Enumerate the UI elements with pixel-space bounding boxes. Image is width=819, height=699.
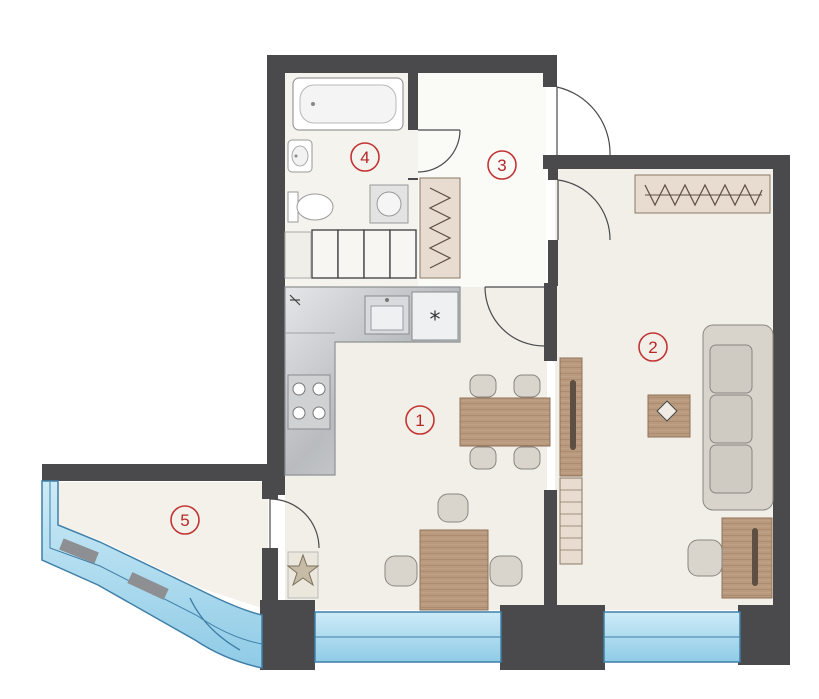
stove-icon: [287, 374, 331, 430]
balcony-corner-curve: [189, 597, 241, 651]
hallway-shelf: [284, 231, 312, 279]
svg-text:5: 5: [180, 511, 189, 530]
bookshelf: [559, 477, 583, 565]
kitchen-badge: 1: [405, 405, 435, 435]
wall-living-east: [773, 155, 790, 613]
wall-hallway-living-top: [543, 155, 790, 169]
bathroom-badge: 4: [350, 142, 380, 172]
living-room-badge: 2: [638, 332, 668, 362]
kitchen: * 1: [284, 286, 551, 611]
dining-chairs: [469, 374, 541, 470]
svg-text:2: 2: [648, 338, 657, 357]
wall-bath-hall: [408, 72, 418, 130]
coffee-table-living: [647, 394, 691, 438]
wall-balcony-top: [42, 464, 278, 481]
balcony-badge: 5: [170, 505, 200, 535]
wall-south-right: [738, 605, 790, 665]
wall-hallway-east-mid: [548, 155, 558, 180]
plant-icon: [286, 551, 320, 599]
wall-south-left: [260, 600, 315, 670]
shoe-cabinet: [311, 229, 417, 279]
desk: [721, 517, 773, 599]
coffee-table-kitchen: [419, 529, 489, 611]
living-room: 2: [559, 174, 774, 599]
wall-kitchen-living-low: [544, 490, 557, 610]
wall-balcony-side-top: [262, 464, 278, 499]
wall-south-mid: [500, 605, 605, 670]
radiator-1: [59, 538, 99, 564]
wardrobe-hallway: [419, 177, 461, 279]
floor-balcony: [55, 482, 268, 610]
wall-west: [267, 55, 285, 495]
wall-kitchen-living: [544, 283, 557, 361]
kitchen-sink-icon: [364, 295, 410, 335]
hallway-badge: 3: [487, 150, 517, 180]
svg-text:*: *: [430, 308, 441, 333]
svg-text:3: 3: [497, 156, 506, 175]
balcony-glazing: [41, 480, 263, 669]
desk-chair: [687, 539, 723, 577]
range-hood-icon: [289, 294, 301, 306]
bathroom-door-swing: [417, 129, 461, 173]
hallway-furniture: 3: [284, 150, 517, 279]
bathroom-fixtures: 4: [287, 77, 409, 224]
washing-machine-icon: [369, 184, 409, 224]
entrance-door-swing: [556, 86, 611, 156]
walls: [42, 55, 790, 670]
wall-balcony-side-low: [262, 548, 278, 610]
wall-east-upper: [543, 55, 557, 87]
wardrobe-living: [634, 174, 771, 214]
tv-stand: [559, 357, 583, 477]
svg-text:4: 4: [360, 148, 369, 167]
kitchen-door-swing: [484, 286, 545, 347]
living-door-swing: [557, 179, 611, 241]
balcony: 5: [170, 505, 200, 535]
svg-text:1: 1: [415, 411, 424, 430]
wall-north: [267, 55, 557, 73]
fridge-icon: *: [411, 291, 459, 341]
armchairs-kitchen: [384, 493, 523, 587]
doors: [269, 86, 611, 549]
sofa: [702, 324, 774, 511]
wall-hallway-east-low: [548, 240, 558, 286]
toilet-icon: [287, 191, 334, 223]
glazing: [41, 480, 741, 669]
radiator-2: [127, 572, 169, 600]
dining-table: [459, 397, 551, 447]
balcony-door-swing: [269, 498, 320, 549]
wall-bath-hall-low: [408, 178, 418, 180]
sink-icon: [287, 139, 313, 173]
